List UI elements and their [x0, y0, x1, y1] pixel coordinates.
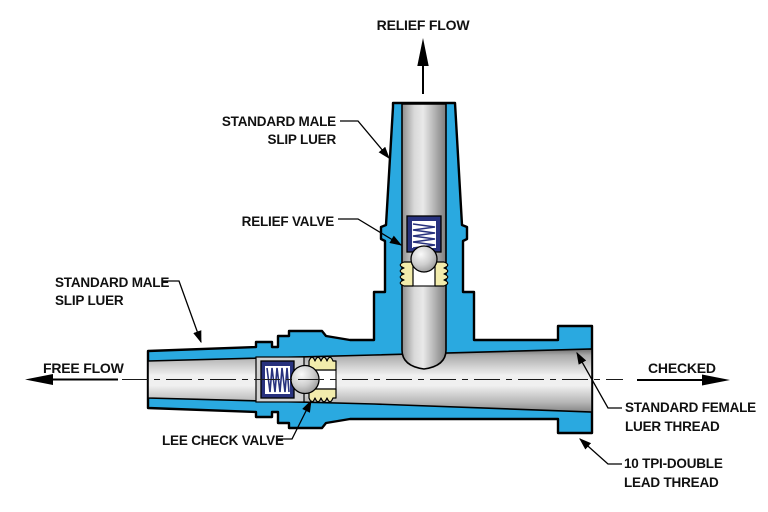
leader-slip-luer-left [162, 280, 202, 344]
svg-text:10 TPI-DOUBLE: 10 TPI-DOUBLE [624, 456, 723, 471]
relief-spring [412, 223, 436, 249]
checked-flow-arrow-icon [637, 374, 730, 386]
slip-luer-left-label: STANDARD MALE SLIP LUER [55, 275, 170, 308]
relief-flow-arrow-icon [417, 38, 429, 94]
svg-text:LUER THREAD: LUER THREAD [625, 419, 720, 434]
svg-text:STANDARD FEMALE: STANDARD FEMALE [625, 400, 756, 415]
check-seat-top [308, 356, 337, 371]
relief-valve-assembly [399, 215, 449, 287]
slip-luer-top-label: STANDARD MALE SLIP LUER [222, 114, 337, 147]
leader-lead-thread [579, 438, 622, 465]
leader-relief-valve [338, 218, 403, 246]
svg-text:SLIP LUER: SLIP LUER [268, 132, 337, 147]
relief-valve-label: RELIEF VALVE [242, 214, 335, 229]
leader-slip-luer-top [340, 120, 390, 159]
leader-female-luer [576, 351, 622, 409]
relief-seat-right [434, 261, 449, 287]
valve-body-cross-section [146, 101, 594, 435]
free-flow-label: FREE FLOW [43, 360, 125, 376]
svg-text:STANDARD MALE: STANDARD MALE [55, 275, 169, 290]
relief-ball [410, 245, 438, 273]
checked-flow-label: CHECKED [648, 360, 716, 376]
female-luer-label: STANDARD FEMALE LUER THREAD [625, 400, 756, 434]
svg-text:STANDARD MALE: STANDARD MALE [222, 114, 336, 129]
lead-thread-label: 10 TPI-DOUBLE LEAD THREAD [624, 456, 723, 490]
free-flow-arrow-icon [25, 374, 118, 385]
svg-text:SLIP LUER: SLIP LUER [55, 293, 124, 308]
lee-check-valve-label: LEE CHECK VALVE [162, 433, 284, 448]
relief-flow-label: RELIEF FLOW [377, 17, 471, 33]
svg-text:LEAD THREAD: LEAD THREAD [624, 475, 719, 490]
leader-lee-check-valve [276, 399, 312, 440]
relief-seat-left [399, 261, 414, 287]
check-seat-bottom [308, 388, 337, 403]
